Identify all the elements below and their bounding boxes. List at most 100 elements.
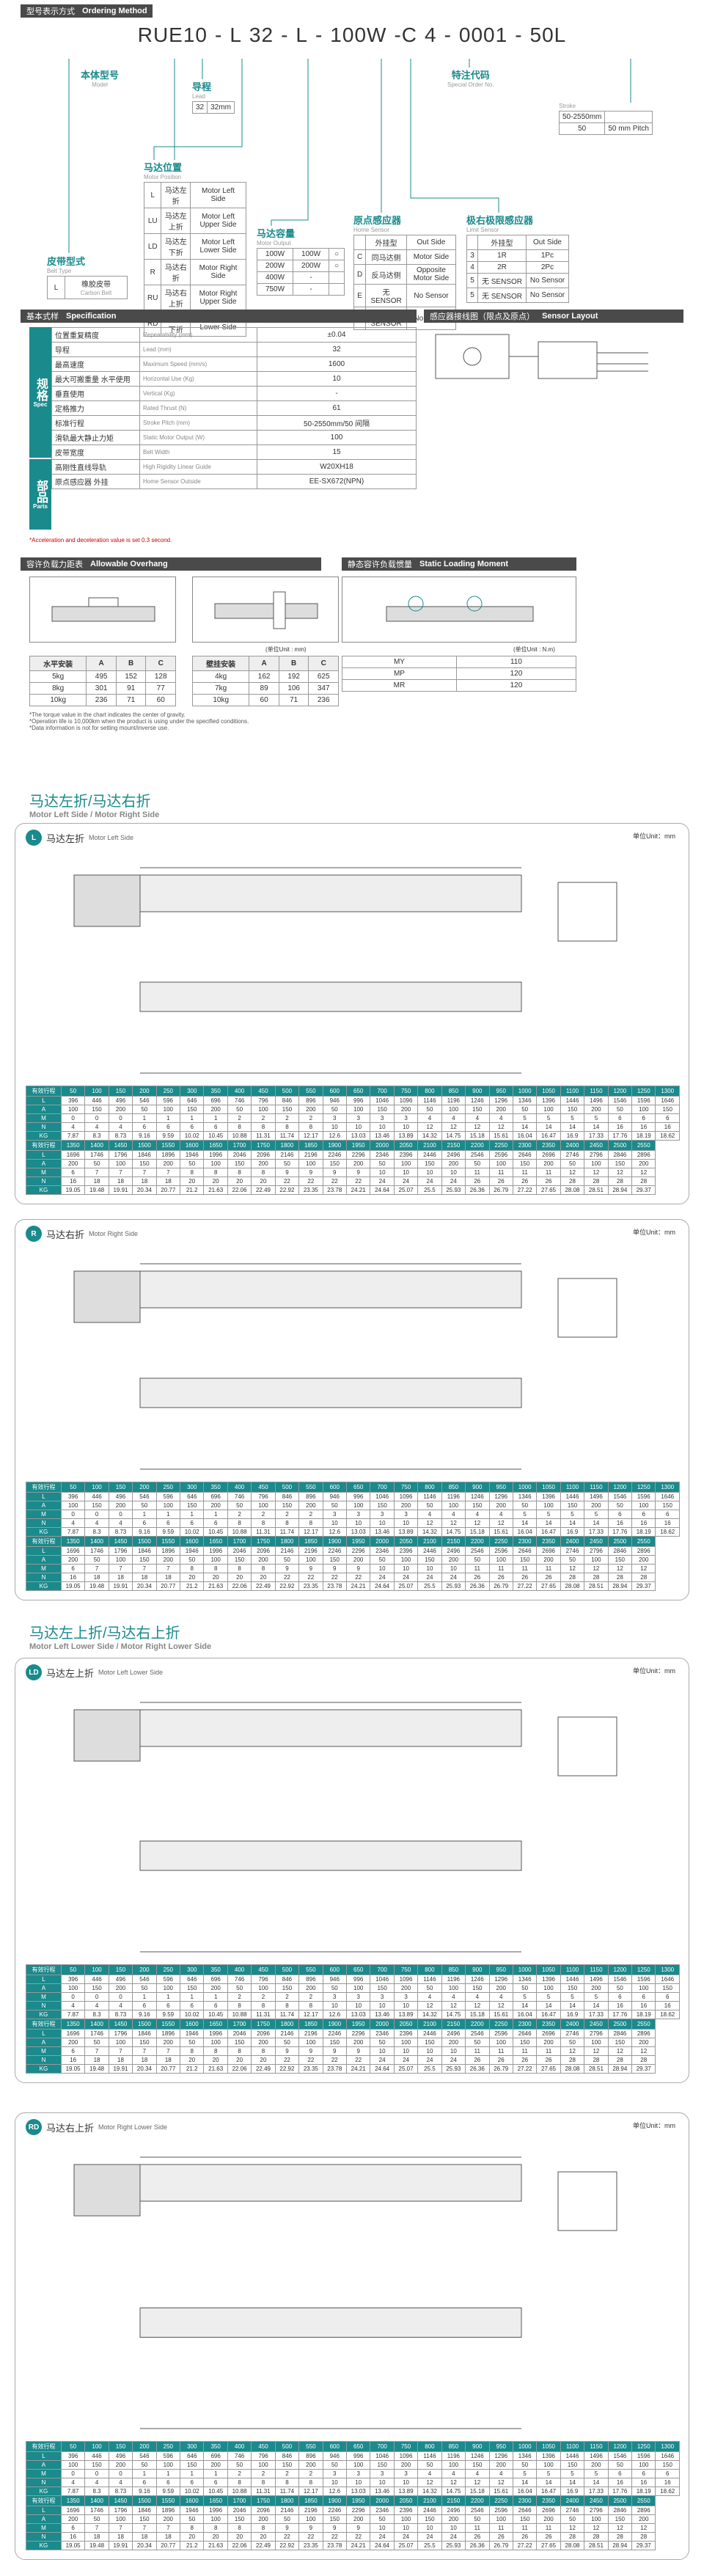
dim-cell: 496 [108, 1975, 133, 1984]
stroke-value: 2100 [417, 2019, 442, 2030]
dim-cell: 50 [417, 1501, 442, 1510]
dim-cell: 19.05 [60, 1185, 86, 1195]
stroke-value: 2350 [536, 1536, 561, 1547]
stroke-value: 1100 [560, 1964, 585, 1975]
dim-cell: 2146 [274, 1150, 300, 1160]
dim-cell: 22.92 [274, 1185, 300, 1195]
stroke-value: 2250 [488, 2495, 513, 2506]
dim-cell: 1496 [584, 1975, 609, 1984]
home-sensor-row-cell: 同马达侧 [365, 249, 407, 265]
dim-cell: 5 [512, 2469, 538, 2478]
dim-cell: 2896 [631, 1546, 656, 1556]
dim-cell: 13.46 [370, 2010, 395, 2019]
dim-cell: 50 [512, 1501, 538, 1510]
dim-cell: 2546 [465, 2506, 490, 2515]
dim-cell: 200 [203, 1105, 228, 1114]
overhang-notes: *The torque value in the chart indicates… [29, 711, 469, 731]
dim-cell: 50 [180, 2038, 205, 2047]
dim-cell: 26 [512, 1573, 538, 1582]
dim-cell: 200 [345, 2038, 371, 2047]
dim-cell: 0 [60, 1113, 86, 1123]
dim-cell: 12.17 [298, 2010, 323, 2019]
spec-label-en: Horizontal Use (Kg) [139, 371, 257, 387]
dim-cell: 150 [465, 1983, 490, 1993]
static-row-cell: 120 [455, 667, 577, 680]
dim-cell: 5 [560, 1510, 585, 1519]
dim-cell: 2296 [345, 1150, 371, 1160]
dim-cell: 150 [512, 2038, 538, 2047]
dim-cell: 4 [84, 2478, 109, 2487]
motor-output-row-cell: - [293, 271, 329, 284]
dim-cell: 14.75 [441, 2487, 466, 2496]
dim-cell: 10 [345, 2001, 371, 2010]
dim-cell: 100 [488, 1159, 513, 1168]
stroke-value: 800 [417, 2441, 442, 2452]
dim-cell: 13.89 [393, 2010, 419, 2019]
dim-cell: 150 [274, 1983, 300, 1993]
dim-cell: 796 [251, 1096, 276, 1105]
dim-cell: 2 [227, 1992, 252, 2002]
dim-row-label: N [26, 2001, 62, 2010]
dim-cell: 2096 [251, 1546, 276, 1556]
dim-cell: 8 [274, 2001, 300, 2010]
dim-cell: 8 [180, 1168, 205, 1177]
dim-cell: 21.63 [203, 2064, 228, 2074]
dim-cell: 8 [298, 1122, 323, 1132]
stroke-value: 750 [393, 2441, 419, 2452]
dim-cell: 5 [536, 1113, 561, 1123]
dim-cell: 100 [631, 1105, 656, 1114]
stroke-value: 2400 [560, 1140, 585, 1151]
dim-cell: 1946 [180, 1150, 205, 1160]
dim-cell: 2646 [512, 1546, 538, 1556]
overhang-header: 容许负载力距表 Allowable Overhang [21, 557, 321, 571]
dim-cell: 2396 [393, 1546, 419, 1556]
dim-cell: 16 [607, 1518, 633, 1528]
stroke-value: 1000 [512, 2441, 538, 2452]
dim-cell: 22 [298, 1573, 323, 1582]
dim-cell: 24.64 [370, 1581, 395, 1591]
dim-cell: 22 [322, 1573, 347, 1582]
dim-cell: 1 [180, 1510, 205, 1519]
stroke-value: 550 [298, 1086, 323, 1097]
dim-cell: 150 [370, 2460, 395, 2470]
dim-cell: 200 [108, 2460, 133, 2470]
dim-cell: 10 [370, 1168, 395, 1177]
dim-cell: 6 [132, 1518, 157, 1528]
dim-cell: 14 [584, 2001, 609, 2010]
dim-cell: 200 [631, 2038, 656, 2047]
dim-cell: 10 [417, 2523, 442, 2533]
dim-cell: 22.49 [251, 1581, 276, 1591]
dim-cell: 150 [180, 1105, 205, 1114]
motor-output-row-cell [329, 271, 345, 284]
dim-cell: 27.65 [536, 1185, 561, 1195]
dim-cell: 4 [60, 2001, 86, 2010]
dim-cell: 16 [60, 2055, 86, 2065]
dim-cell: 150 [655, 1105, 680, 1114]
stroke-value: 1350 [60, 1140, 86, 1151]
dim-cell: 200 [155, 1159, 181, 1168]
dim-cell: 12 [488, 2001, 513, 2010]
dim-cell: 26 [536, 2532, 561, 2542]
dim-cell: 396 [60, 1492, 86, 1501]
dim-cell: 10 [393, 1518, 419, 1528]
dim-cell: 24 [370, 1177, 395, 1186]
dim-row-label: L [26, 2451, 62, 2461]
dim-cell: 24 [441, 1177, 466, 1186]
dim-cell: 1146 [417, 1096, 442, 1105]
limit-sensor-row-cell: 外挂型 [477, 235, 527, 250]
dim-cell: 150 [84, 1501, 109, 1510]
dim-cell: 9 [298, 1564, 323, 1573]
dim-cell: 18 [155, 2532, 181, 2542]
dim-cell: 50 [560, 1555, 585, 1565]
dim-cell: 8 [298, 1518, 323, 1528]
dim-cell: 18.19 [631, 1131, 656, 1141]
dim-cell: 2196 [298, 1546, 323, 1556]
dim-cell: 23.35 [298, 2064, 323, 2074]
